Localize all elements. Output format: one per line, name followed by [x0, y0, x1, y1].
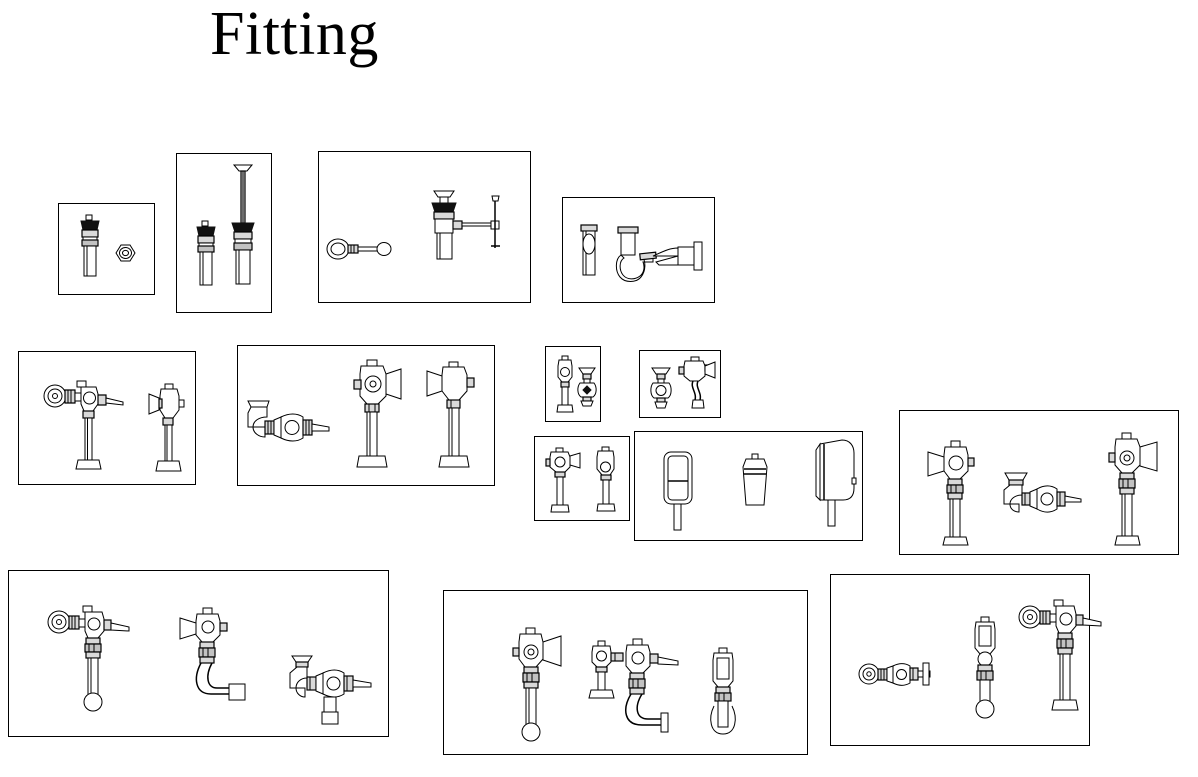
panel-closet-valve-details: [830, 574, 1102, 746]
flush-valve-front-view: [590, 446, 622, 514]
flush-valve-with-offset-supply: [677, 356, 717, 414]
sensor-cover-wedge: [810, 438, 858, 530]
flush-valve-dual-with-elbow-outlet: [586, 637, 694, 745]
urinal-flush-valve-front-view: [922, 439, 986, 549]
panel-urinal-valve-group: [899, 410, 1179, 555]
grid-strainer-drain: [189, 219, 223, 291]
flush-valve-concealed-slim: [702, 646, 748, 746]
popup-drain-with-lift-rod: [225, 162, 261, 290]
panel-popup-linkage-assembly: [318, 151, 531, 303]
panel-flush-valve-views: [237, 345, 495, 486]
tailpiece-tube: [576, 222, 602, 284]
flush-valve-rear-view: [421, 358, 483, 473]
grid-strainer-drain: [73, 213, 107, 281]
flush-valve-with-back-spud-elbow: [167, 606, 249, 716]
urinal-flush-valve-side-view: [1105, 431, 1167, 549]
sensor-cover-rectangular: [658, 450, 698, 532]
flush-valve-side-view: [544, 447, 584, 515]
panel-closet-valve-outlets: [8, 570, 389, 737]
panel-p-trap-assembly: [562, 197, 715, 303]
panel-urinal-valve-pair: [534, 436, 630, 521]
flush-valve-front-with-tube: [505, 626, 577, 744]
sensor-cover-tapered: [734, 453, 776, 511]
panel-sensor-flush-units: [634, 431, 863, 541]
urinal-flush-valve-front: [554, 355, 576, 415]
control-stop-assembly-horizontal: [857, 657, 937, 691]
flush-valve-front-with-tube: [965, 615, 1007, 719]
p-trap-with-wall-bend: [612, 225, 708, 289]
lock-nut-hex: [115, 243, 137, 263]
panel-water-closet-flush-valves: [18, 351, 196, 485]
valve-body-detail: [576, 366, 598, 408]
urinal-flush-valve-horizontal-view: [1001, 471, 1083, 517]
panel-closet-valve-variants: [443, 590, 808, 755]
flush-valve-top-spud-horizontal: [286, 654, 374, 726]
popup-drain-body-with-lift-rod-linkage: [421, 188, 516, 278]
clevis-and-pivot-ball-rod: [326, 236, 396, 262]
panel-valve-with-offset-tube: [639, 350, 721, 418]
panel-urinal-valve-small: [545, 346, 601, 422]
flush-valve-side-view-with-handle: [43, 377, 127, 477]
page-title: Fitting: [210, 0, 379, 68]
flush-valve-front-quarter-view: [351, 358, 413, 473]
panel-lavatory-drain-assembly: [58, 203, 155, 295]
flush-valve-back-spud-horizontal: [245, 399, 331, 443]
flush-valve-with-vacuum-breaker-tube: [47, 603, 133, 715]
panel-popup-drain-pair: [176, 153, 272, 313]
valve-body-detail: [649, 366, 673, 410]
flush-valve-front-view: [145, 382, 187, 477]
flush-valve-side-with-handle: [1018, 597, 1104, 715]
